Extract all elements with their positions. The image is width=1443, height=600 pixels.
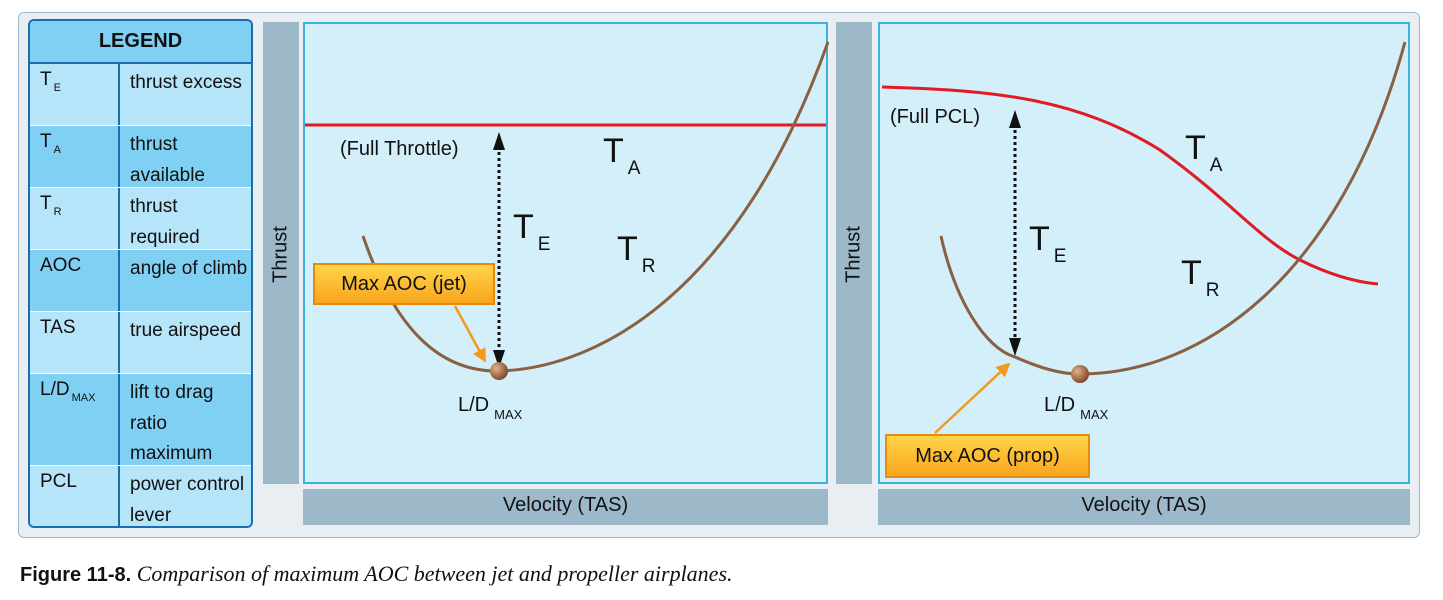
legend-abbreviation: PCL — [30, 466, 120, 526]
legend-row: AOC angle of climb — [30, 250, 251, 312]
legend-description: thrust required — [130, 196, 200, 248]
jet-arrow-up-head — [493, 132, 505, 150]
legend-description: lift to drag ratio maximum — [130, 382, 214, 464]
figure-caption-text: Comparison of maximum AOC between jet an… — [136, 561, 733, 586]
prop-max-aoc-callout: Max AOC (prop) — [885, 434, 1090, 478]
figure-caption: Figure 11-8. Comparison of maximum AOC b… — [20, 561, 733, 587]
legend-description: thrust available — [130, 134, 205, 186]
prop-full-pcl-label: (Full PCL) — [890, 106, 981, 128]
legend-title: LEGEND — [30, 21, 251, 64]
prop-ld-max-point — [1071, 365, 1089, 383]
prop-thrust-required-curve — [939, 41, 1407, 376]
legend-description: power control lever — [130, 474, 245, 526]
prop-y-axis-bar — [836, 22, 872, 484]
figure-number: Figure 11-8. — [20, 564, 132, 586]
jet-plot-area — [303, 22, 828, 484]
jet-thrust-required-curve — [361, 41, 830, 373]
jet-max-aoc-callout: Max AOC (jet) — [313, 263, 495, 305]
prop-thrust-available-curve — [881, 85, 1379, 286]
legend-row: TAS true airspeed — [30, 312, 251, 374]
jet-full-throttle-label: (Full Throttle) — [340, 138, 459, 160]
legend-description: thrust excess — [130, 72, 242, 93]
prop-arrow-down-head — [1009, 338, 1021, 356]
prop-callout-arrow — [934, 362, 1011, 434]
legend-abbreviation: TAS — [30, 312, 120, 373]
prop-arrow-up-head — [1009, 110, 1021, 128]
prop-plot-area — [878, 22, 1410, 484]
legend-abbreviation: AOC — [30, 250, 120, 311]
jet-x-axis-bar — [303, 489, 828, 525]
legend-description: angle of climb — [130, 258, 248, 279]
jet-x-axis-label: Velocity (TAS) — [502, 494, 629, 516]
prop-x-axis-label: Velocity (TAS) — [1081, 494, 1207, 516]
legend-description: true airspeed — [130, 320, 241, 341]
prop-x-axis-bar — [878, 489, 1410, 525]
jet-arrow-down-head — [493, 350, 505, 368]
jet-ld-max-point — [490, 362, 508, 380]
jet-callout-arrow — [453, 305, 487, 363]
jet-y-axis-bar — [263, 22, 299, 484]
